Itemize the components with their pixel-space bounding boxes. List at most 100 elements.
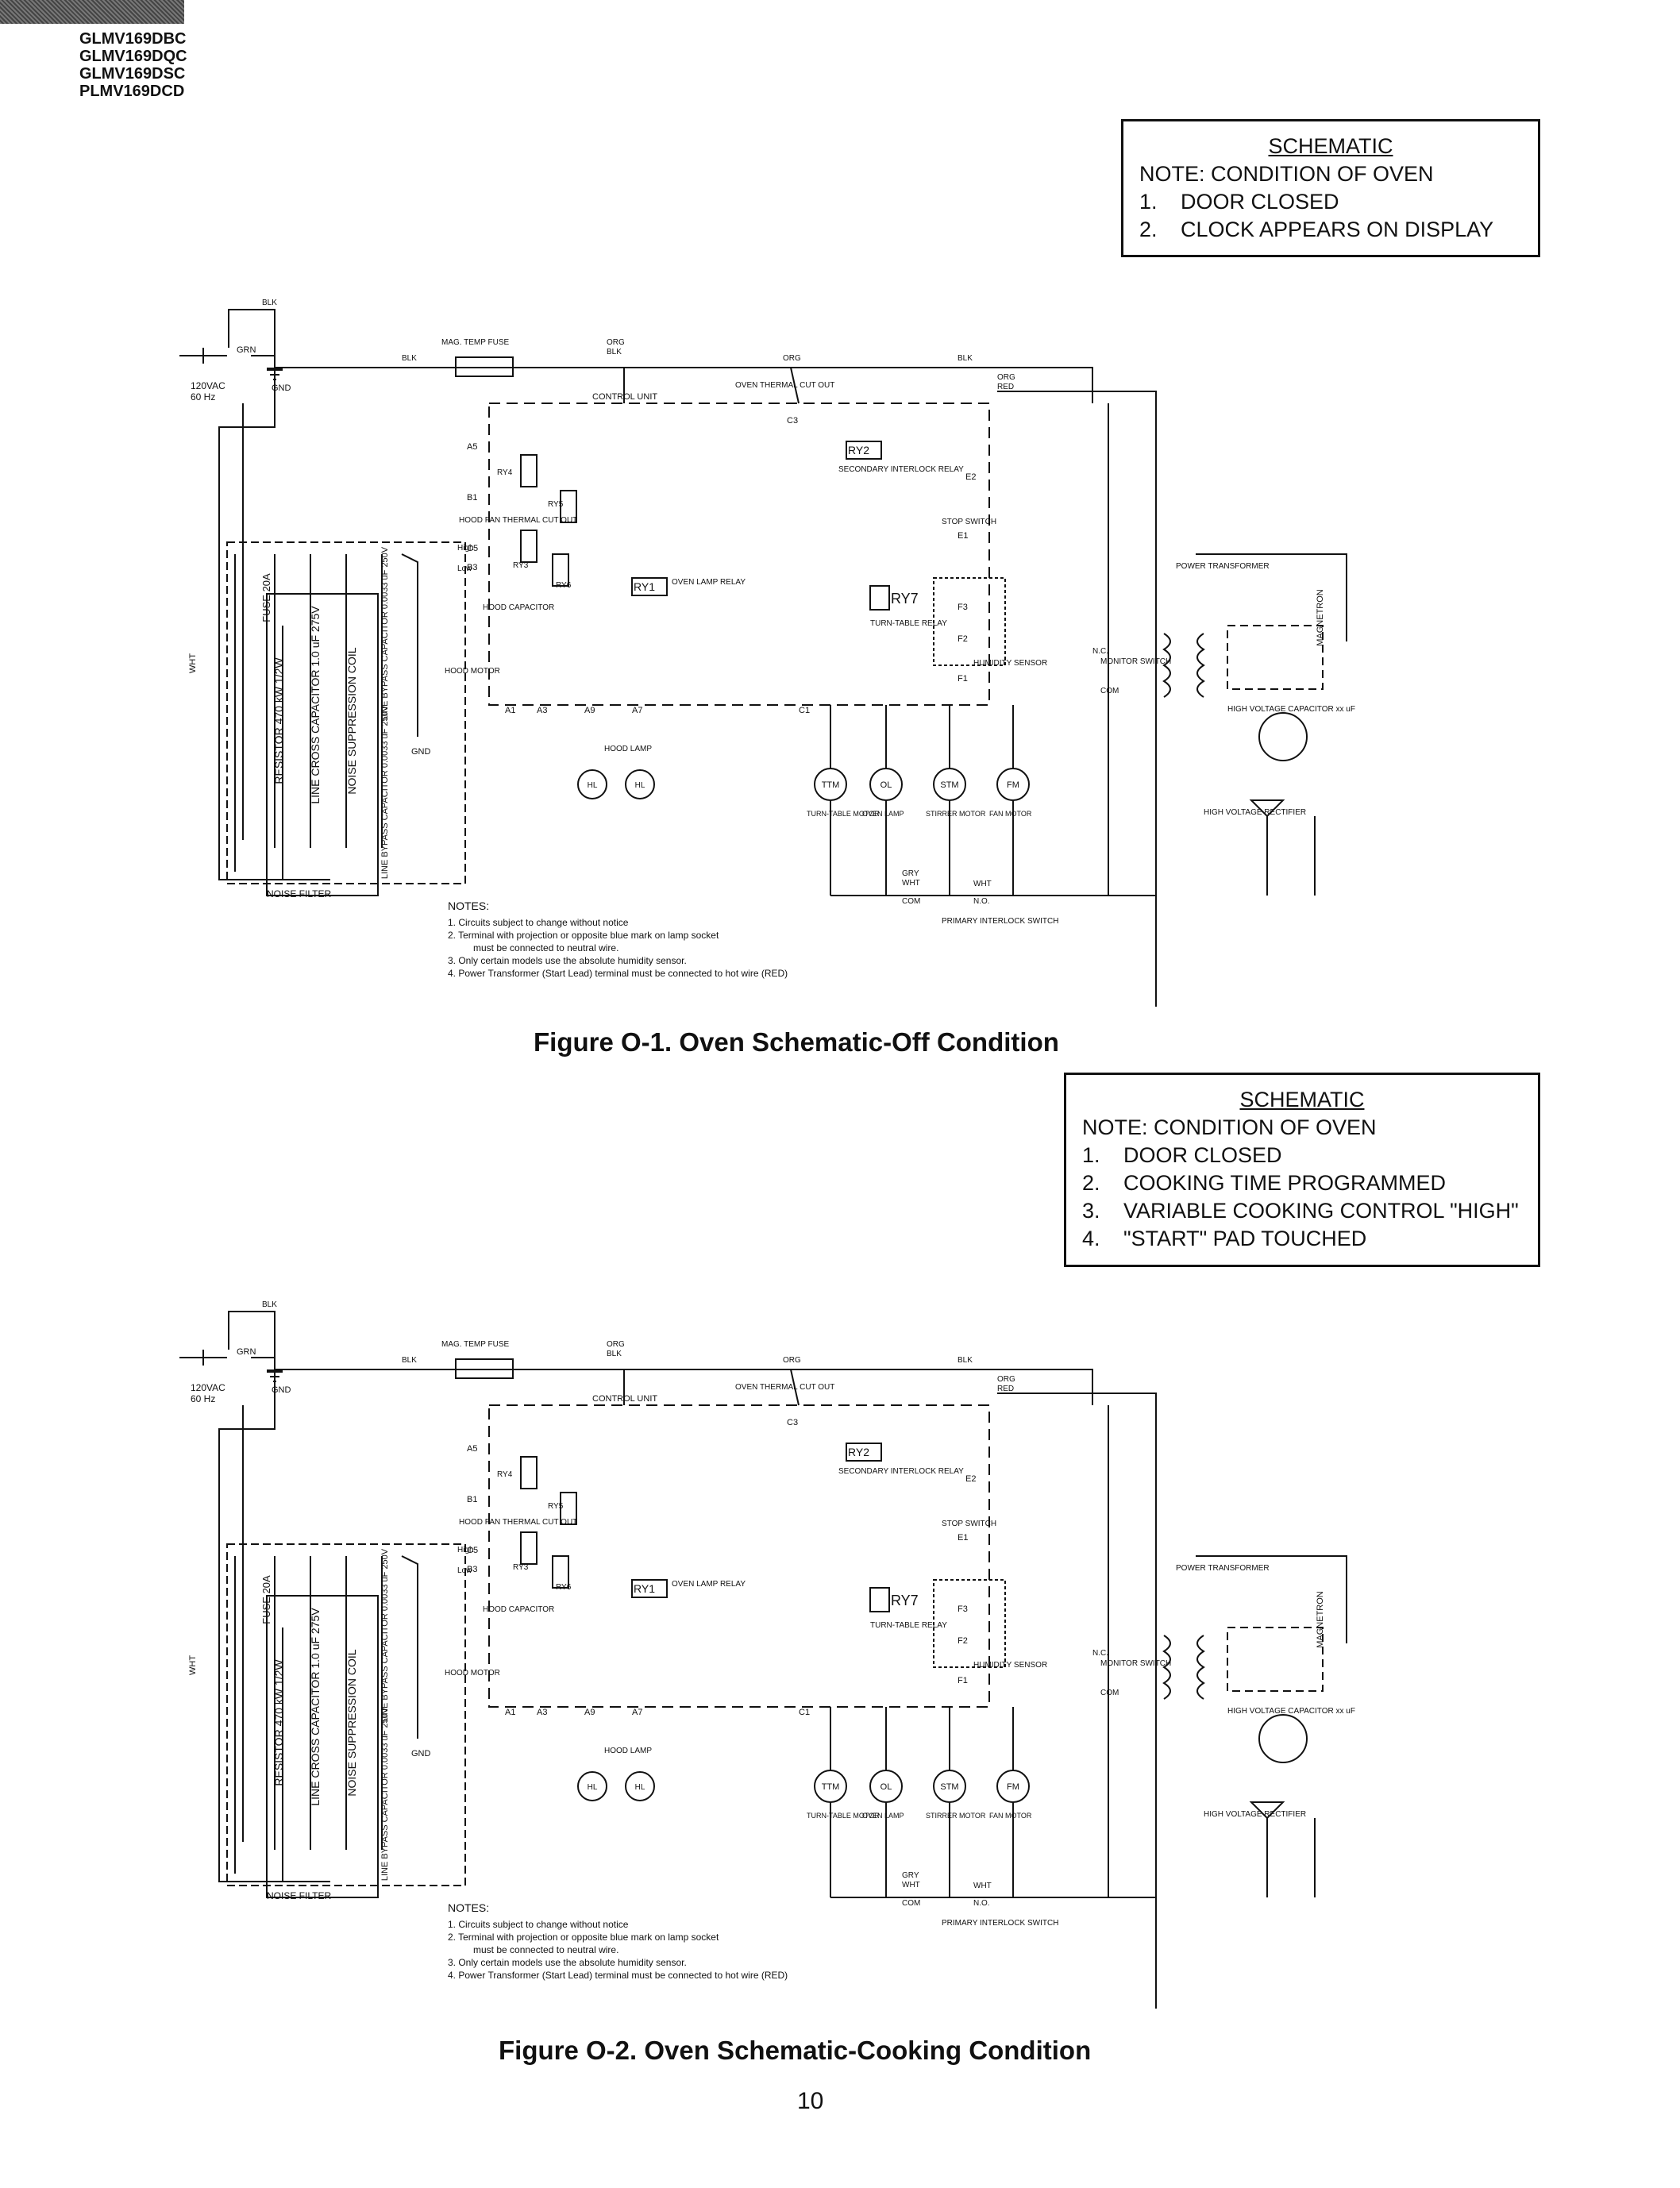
- terminal-label: F3: [958, 603, 968, 612]
- thermal-cutout-label: OVEN THERMAL CUT OUT: [735, 381, 834, 390]
- motor-label: FM: [1007, 1782, 1019, 1792]
- terminal-label: F2: [958, 1636, 968, 1646]
- terminal-label: B1: [467, 493, 477, 503]
- transformer-label: POWER TRANSFORMER: [1176, 562, 1270, 571]
- magnetron-icon: [1258, 1714, 1308, 1763]
- terminal-label: E2: [965, 1474, 976, 1484]
- hv-capacitor-box: [1227, 625, 1324, 690]
- wire-label: ORG: [607, 1340, 625, 1349]
- terminal-label: F3: [958, 1604, 968, 1614]
- terminal-label: B3: [467, 563, 477, 572]
- note-line: 4. Power Transformer (Start Lead) termin…: [448, 1970, 788, 1981]
- figure-caption: Figure O-1. Oven Schematic-Off Condition: [534, 1027, 1059, 1057]
- transformer-primary: [1162, 633, 1171, 698]
- lamp-label: HL: [635, 1783, 645, 1792]
- model-number: GLMV169DQC: [79, 48, 187, 65]
- wire-label: GRY: [902, 1871, 919, 1880]
- wire-label: WHT: [973, 880, 992, 888]
- terminal-label: E1: [958, 531, 968, 541]
- switch-label: High: [457, 544, 474, 553]
- note-item: 1.DOOR CLOSED: [1139, 190, 1339, 214]
- bypass-capacitor-label: LINE BYPASS CAPACITOR 0.0033 uF 250V: [380, 546, 390, 720]
- switch-label: N.O.: [973, 1899, 990, 1908]
- hv-capacitor-box: [1227, 1627, 1324, 1692]
- wire-label: ORG: [783, 1356, 801, 1365]
- transformer-label: POWER TRANSFORMER: [1176, 1564, 1270, 1573]
- relay-coil-ry7: [869, 585, 890, 611]
- terminal-label: F1: [958, 1676, 968, 1685]
- wire-label: WHT: [188, 1655, 198, 1675]
- wire-label: ORG: [997, 1375, 1015, 1384]
- terminal-label: A5: [467, 442, 477, 452]
- capacitor-label: HOOD CAPACITOR: [483, 1605, 554, 1614]
- terminal-label: A3: [537, 1708, 547, 1717]
- motor-label: TURN-TABLE MOTOR: [807, 810, 880, 818]
- notes-title: NOTES:: [448, 899, 489, 912]
- relay-coil-ry3: [520, 1531, 538, 1565]
- relay-label: RY5: [548, 500, 564, 509]
- wires: [179, 309, 1347, 1007]
- note-heading: SCHEMATIC: [1268, 134, 1393, 158]
- hv-rectifier-icon: [1249, 799, 1285, 818]
- terminal-label: A7: [632, 1708, 642, 1717]
- switch-label: PRIMARY INTERLOCK SWITCH: [942, 917, 1058, 926]
- relay-ry1: [631, 1579, 668, 1598]
- rectifier-label: HIGH VOLTAGE RECTIFIER: [1204, 1810, 1306, 1819]
- noise-filter-label: NOISE FILTER: [267, 1890, 331, 1901]
- relay-coil-ry5: [560, 490, 577, 523]
- bypass-capacitor-label: LINE BYPASS CAPACITOR 0.0033 uF 250V: [380, 1707, 390, 1881]
- switch-label: COM: [1100, 687, 1119, 695]
- notes-title: NOTES:: [448, 1901, 489, 1914]
- control-unit-label: CONTROL UNIT: [592, 1394, 657, 1404]
- relay-label: RY2: [848, 444, 869, 456]
- switch-label: N.C.: [1092, 1649, 1108, 1658]
- mag-temp-fuse-label: MAG. TEMP FUSE: [441, 338, 510, 347]
- relay-coil-ry7: [869, 1587, 890, 1612]
- thermal-cutout-label: HOOD FAN THERMAL CUT OUT: [459, 516, 577, 525]
- wire-label: WHT: [902, 879, 920, 888]
- model-number: GLMV169DSC: [79, 65, 186, 83]
- terminal-label: B1: [467, 1495, 477, 1504]
- note-intro: NOTE: CONDITION OF OVEN: [1082, 1115, 1377, 1139]
- supply-frequency: 60 Hz: [191, 391, 215, 403]
- motor-label: HOOD MOTOR: [445, 667, 500, 676]
- wire-label: BLK: [958, 354, 973, 363]
- switch-label: N.C.: [1092, 647, 1108, 656]
- figure-caption: Figure O-2. Oven Schematic-Cooking Condi…: [499, 2036, 1092, 2065]
- magnetron-label: MAGNETRON: [1316, 1591, 1325, 1648]
- wire-label: BLK: [402, 354, 417, 363]
- page-number: 10: [797, 2088, 824, 2114]
- model-number: PLMV169DCD: [79, 83, 185, 100]
- switch-label: STOP SWITCH: [942, 1520, 996, 1528]
- wire-label: WHT: [188, 653, 198, 673]
- hood-motor-box: [266, 1595, 379, 1898]
- relay-ry1: [631, 577, 668, 596]
- relay-label: OVEN LAMP RELAY: [672, 1580, 746, 1589]
- magnetron-icon: [1258, 712, 1308, 761]
- rectifier-label: HIGH VOLTAGE RECTIFIER: [1204, 808, 1306, 817]
- lamp-label: HL: [588, 1783, 598, 1792]
- relay-label: SECONDARY INTERLOCK RELAY: [838, 465, 964, 474]
- lamp-label: HL: [635, 781, 645, 790]
- note-line: 1. Circuits subject to change without no…: [448, 1919, 629, 1930]
- hv-rectifier-icon: [1249, 1801, 1285, 1820]
- schematic-note-box-2: SCHEMATIC NOTE: CONDITION OF OVEN 1.DOOR…: [1064, 1073, 1540, 1267]
- switch-label: STOP SWITCH: [942, 518, 996, 526]
- motor-label: STIRRER MOTOR: [926, 1812, 986, 1820]
- hood-lamp-icon: [625, 769, 655, 799]
- relay-label: RY6: [556, 1583, 572, 1592]
- noise-filter-label: NOISE FILTER: [267, 888, 331, 899]
- terminal-label: A3: [537, 706, 547, 715]
- terminal-label: A9: [584, 706, 595, 715]
- sensor-label: HUMIDITY SENSOR: [973, 1661, 1047, 1670]
- relay-label: RY7: [891, 1593, 919, 1608]
- note-item: 2.CLOCK APPEARS ON DISPLAY: [1139, 218, 1494, 241]
- hood-lamp-icon: [625, 1771, 655, 1801]
- relay-coil-ry4: [520, 1456, 538, 1489]
- thermal-cutout-label: OVEN THERMAL CUT OUT: [735, 1383, 834, 1392]
- terminal-label: F1: [958, 674, 968, 684]
- model-list: GLMV169DBC GLMV169DQC GLMV169DSC PLMV169…: [79, 30, 187, 100]
- wire-label: RED: [997, 1385, 1014, 1393]
- note-line: 1. Circuits subject to change without no…: [448, 917, 629, 928]
